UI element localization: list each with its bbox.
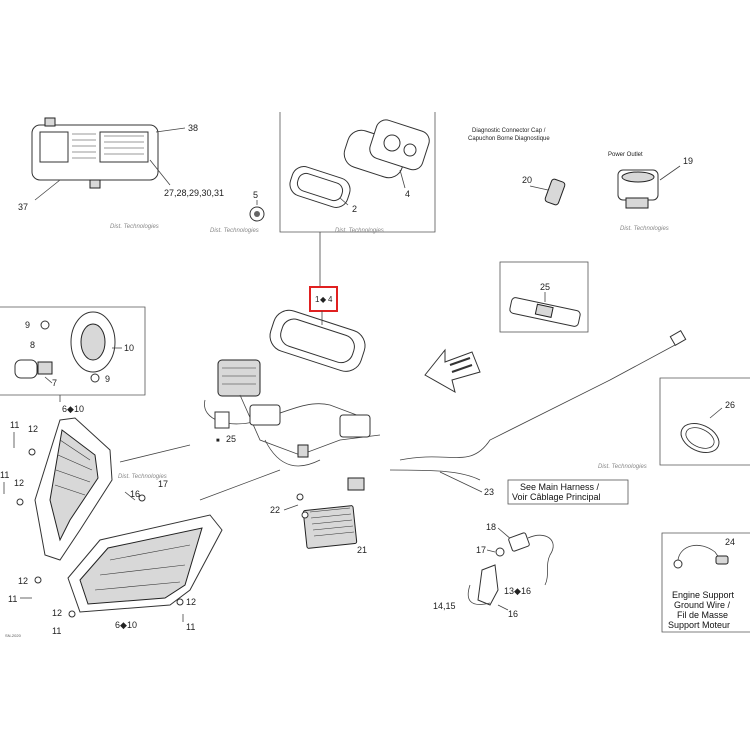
regulator-group: 21 22	[270, 493, 367, 555]
part-label-13-16: 13◆16	[504, 586, 531, 596]
part-label-20: 20	[522, 175, 532, 185]
gasket-group: 26	[659, 377, 750, 466]
right-headlight-group: 16 17 12 11 12 11 6◆10 Dist. Technologie…	[52, 474, 223, 636]
part-label-11-a: 11	[10, 420, 19, 430]
svg-text:■: ■	[216, 438, 220, 444]
part-label-23: 23	[484, 487, 494, 497]
part-label-17-a: 17	[158, 479, 168, 489]
main-wire-group: 23 See Main Harness / Voir Câblage Princ…	[389, 329, 687, 505]
part-label-14-15: 14,15	[433, 601, 456, 611]
part-label-18: 18	[486, 522, 496, 532]
diag-cap-label-2: Capuchon Borne Diagnostique	[468, 136, 550, 142]
engine-support-label-2: Ground Wire /	[674, 600, 731, 610]
part-label-11-c: 11	[8, 594, 17, 604]
highlight-marker-1-4[interactable]: 1 ◆ 4	[309, 286, 338, 312]
part-label-6-10-a: 6◆10	[62, 404, 84, 414]
svg-text:4: 4	[328, 295, 333, 304]
part-label-11-b: 11	[0, 470, 9, 480]
part-label-12-e: 12	[186, 597, 196, 607]
sensor-connector-group: 18 17 13◆16 14,15 16	[433, 522, 554, 619]
svg-text:Dist. Technologies: Dist. Technologies	[620, 226, 669, 232]
part-label-16-a: 16	[130, 489, 140, 499]
svg-text:◆: ◆	[320, 295, 327, 304]
part-label-19: 19	[683, 156, 693, 166]
gauge-cluster-group: 2 4 5 Dist. Technologies	[249, 112, 436, 287]
main-harness-label-1: See Main Harness /	[520, 482, 600, 492]
svg-text:Dist. Technologies: Dist. Technologies	[335, 228, 384, 234]
part-label-25-b: 25	[226, 434, 236, 444]
engine-support-label-4: Support Moteur	[668, 620, 730, 630]
part-label-4: 4	[405, 189, 410, 199]
part-label-37: 37	[18, 202, 28, 212]
part-label-27-31: 27,28,29,30,31	[164, 188, 224, 198]
main-harness-callout	[507, 479, 629, 505]
engine-support-label-1: Engine Support	[672, 590, 735, 600]
part-label-12-d: 12	[52, 608, 62, 618]
part-label-24: 24	[725, 537, 735, 547]
power-outlet-label: Power Outlet	[608, 152, 643, 158]
part-label-5: 5	[253, 190, 258, 200]
part-label-22: 22	[270, 505, 280, 515]
headlight-bulb-group: 10 9 8 7 9 6◆10	[0, 306, 146, 414]
part-label-2: 2	[352, 204, 357, 214]
headlight-bulb[interactable]	[14, 359, 38, 379]
part-label-12-b: 12	[14, 478, 24, 488]
sensor[interactable]	[477, 564, 499, 606]
diagnostic-cap[interactable]	[544, 178, 566, 206]
part-label-12-a: 12	[28, 424, 38, 434]
main-wire[interactable]	[399, 344, 676, 461]
main-harness-label-2: Voir Câblage Principal	[512, 492, 601, 502]
part-label-9-a: 9	[25, 320, 30, 330]
svg-text:Dist. Technologies: Dist. Technologies	[110, 224, 159, 230]
part-label-7: 7	[52, 378, 57, 388]
grease-tube-group: 25	[499, 261, 589, 333]
ground-wire-group: 24 Engine Support Ground Wire / Fil de M…	[661, 532, 750, 633]
part-label-8: 8	[30, 340, 35, 350]
diagnostic-cap-group: Diagnostic Connector Cap / Capuchon Born…	[210, 128, 693, 234]
part-label-11-e: 11	[186, 622, 195, 632]
left-headlight-group: 11 12 11 12 12 11	[0, 417, 113, 604]
voltage-regulator[interactable]	[302, 505, 358, 549]
part-label-6-10-b: 6◆10	[115, 620, 137, 630]
part-label-38: 38	[188, 123, 198, 133]
part-label-9-b: 9	[105, 374, 110, 384]
connector-18[interactable]	[508, 532, 530, 552]
part-label-11-d: 11	[52, 626, 61, 636]
ground-wire[interactable]	[677, 544, 723, 563]
handlebar-switch[interactable]	[217, 359, 261, 397]
diag-cap-label-1: Diagnostic Connector Cap /	[472, 128, 546, 134]
svg-text:Dist. Technologies: Dist. Technologies	[210, 228, 259, 234]
drawing-reference: SN-2020	[5, 633, 22, 638]
part-label-16-c: 16	[508, 609, 518, 619]
svg-text:Dist. Technologies: Dist. Technologies	[118, 474, 167, 480]
part-label-17-b: 17	[476, 545, 486, 555]
svg-text:Dist. Technologies: Dist. Technologies	[598, 464, 647, 470]
front-direction-arrow	[424, 348, 481, 394]
part-label-26: 26	[725, 400, 735, 410]
part-label-25-box: 25	[540, 282, 550, 292]
part-label-21: 21	[357, 545, 367, 555]
ecu-module-group: 38 27,28,29,30,31 37 Dist. Technologies	[18, 117, 224, 230]
engine-support-label-3: Fil de Masse	[677, 610, 728, 620]
part-label-10-a: 10	[124, 343, 134, 353]
part-label-12-c: 12	[18, 576, 28, 586]
svg-text:1: 1	[315, 295, 320, 304]
center-assembly-group: 25 ■	[119, 309, 381, 501]
